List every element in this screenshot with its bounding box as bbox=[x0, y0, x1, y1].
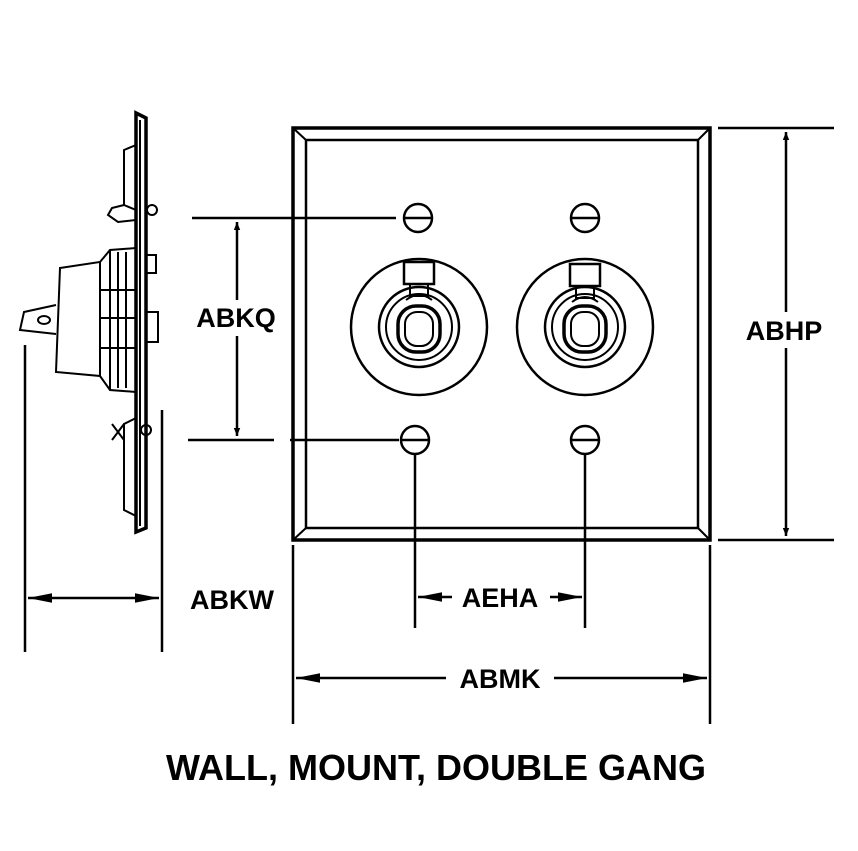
front-view: ABKQ ABHP AEHA ABMK bbox=[184, 126, 835, 724]
abkw-label: ABKW bbox=[190, 585, 274, 615]
screw-bottom-right bbox=[569, 424, 601, 456]
abmk-label: ABMK bbox=[460, 664, 541, 694]
abhp-label: ABHP bbox=[746, 316, 823, 346]
connector-left bbox=[349, 257, 489, 397]
wall-plate bbox=[291, 126, 712, 542]
diagram-caption: WALL, MOUNT, DOUBLE GANG bbox=[166, 747, 706, 788]
screw-top-left bbox=[402, 202, 434, 234]
screw-top-right bbox=[569, 202, 601, 234]
aeha-label: AEHA bbox=[462, 583, 539, 613]
side-view: ABKW bbox=[18, 110, 275, 652]
screw-bottom-left bbox=[399, 424, 431, 456]
abkq-label: ABKQ bbox=[196, 303, 276, 333]
connector-right bbox=[515, 257, 655, 397]
